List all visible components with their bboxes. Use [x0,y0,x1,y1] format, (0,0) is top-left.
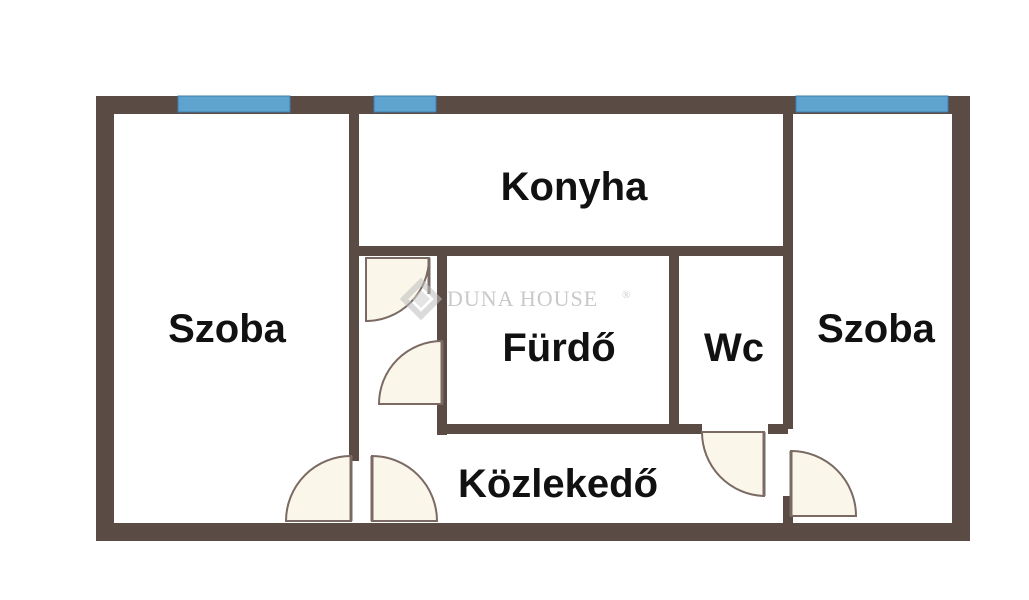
room-label-kitchen: Konyha [501,165,648,209]
room-label-wc: Wc [704,326,764,370]
windows [177,95,949,113]
wall-kitchen-bottom [349,246,793,256]
wall-right-stub [783,496,793,526]
door-hallway-lower [371,454,439,522]
door-bathroom [377,339,443,405]
wall-right-room-left [783,96,793,429]
window-left-room [177,95,291,113]
doors [284,257,858,522]
wall-left-room-right [349,96,359,461]
door-wc [700,431,765,498]
window-kitchen [373,95,437,113]
room-label-left: Szoba [168,307,287,351]
door-right-room [790,449,858,517]
window-right-room [795,95,949,113]
room-label-hallway: Közlekedő [458,462,658,506]
duna-house-logo-icon [399,277,443,321]
room-label-bathroom: Fürdő [502,326,615,370]
outer-walls [96,96,970,541]
wall-bathroom-right [669,256,679,426]
room-label-right: Szoba [817,307,936,351]
watermark-text: DUNA HOUSE [447,286,598,311]
door-left-room [284,454,352,522]
watermark: DUNA HOUSE ® [399,277,631,321]
watermark-registered-mark: ® [622,289,631,301]
wall-bathroom-bottom [437,424,702,434]
wall-wc-bottom [768,424,788,434]
